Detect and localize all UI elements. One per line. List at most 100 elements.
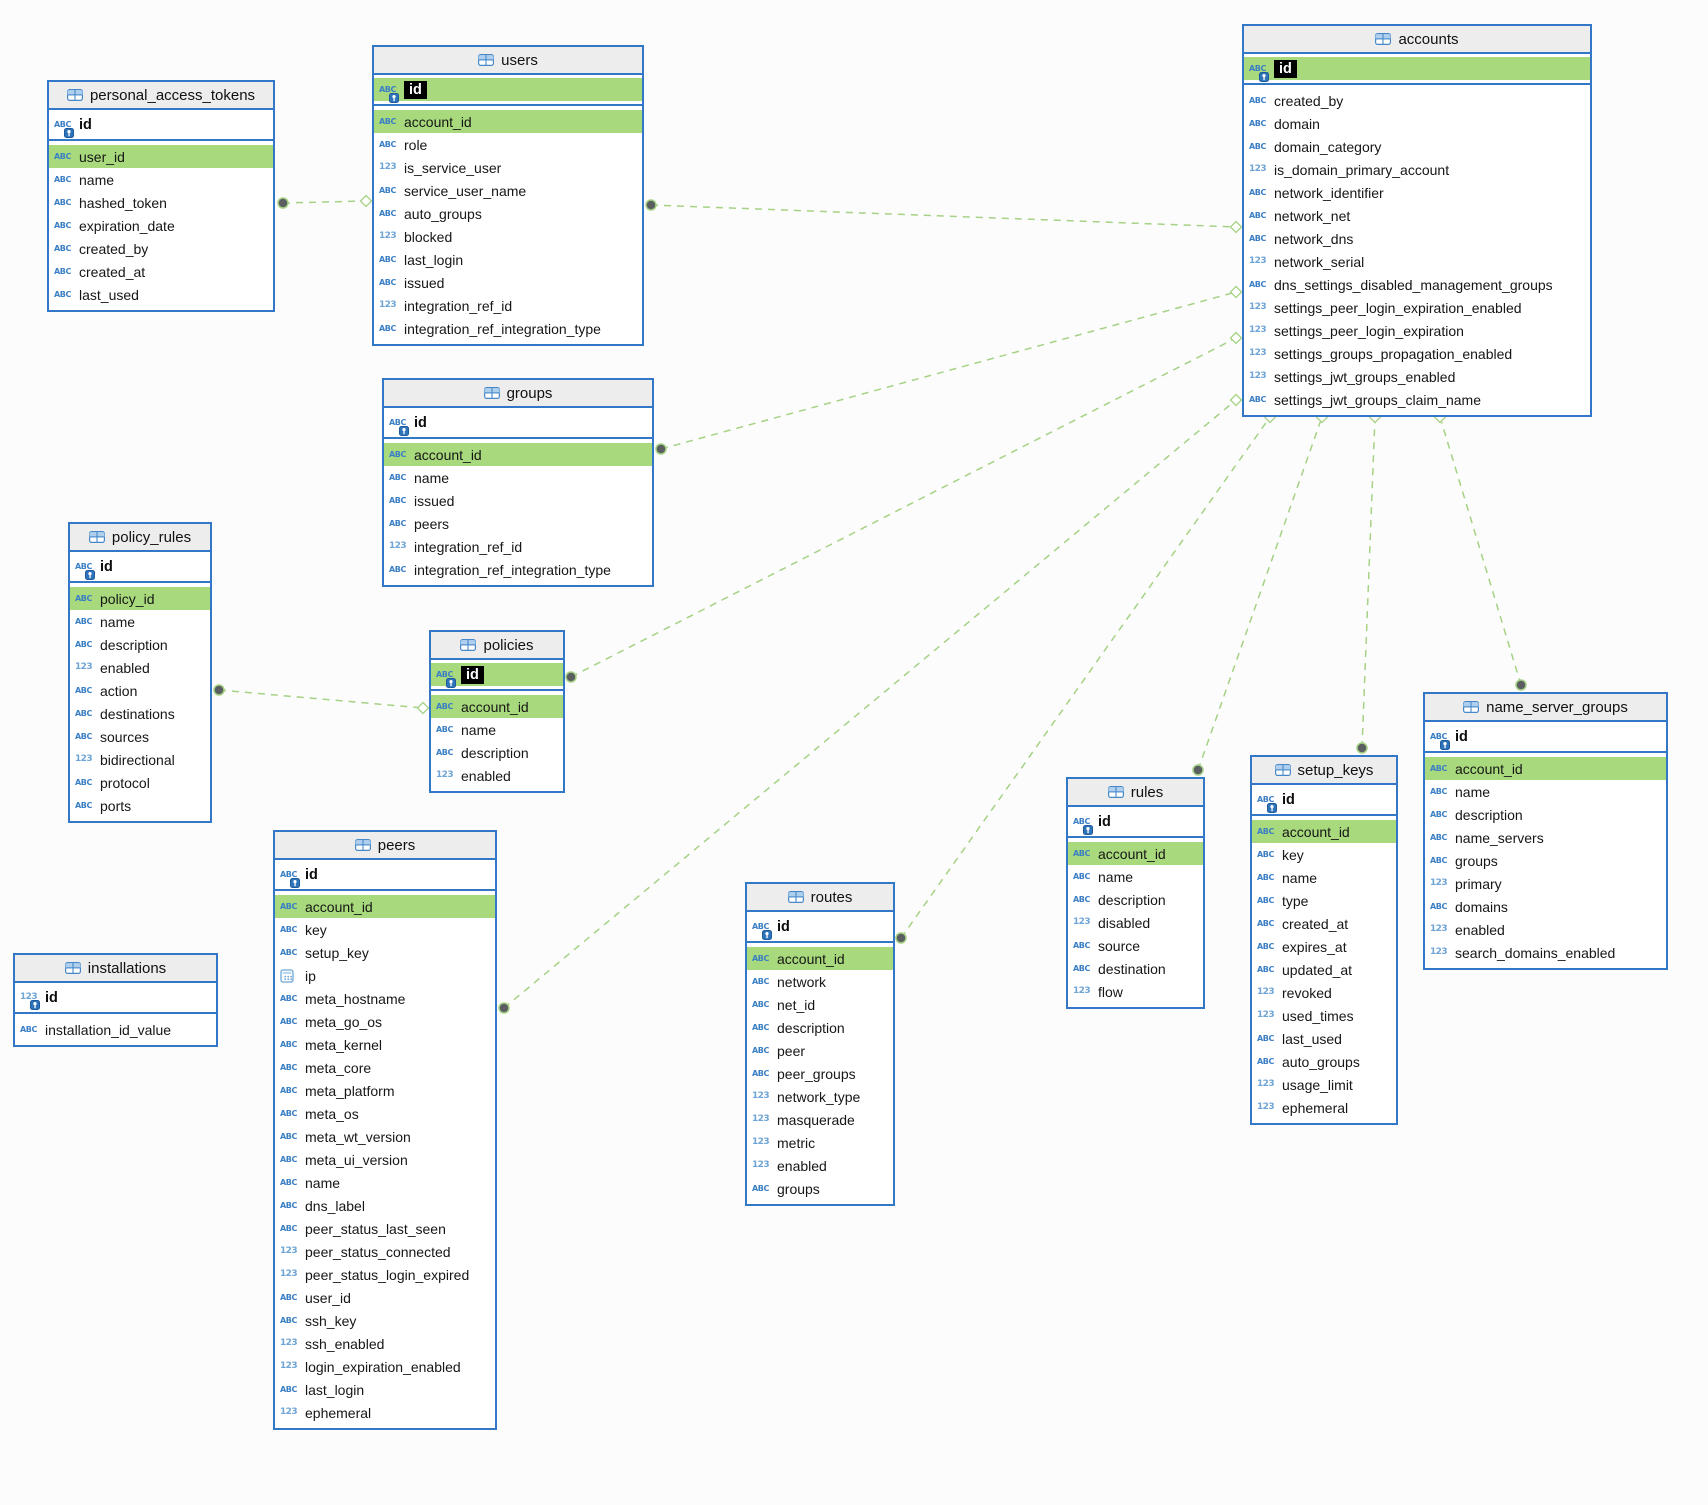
relation-line[interactable] bbox=[503, 399, 1237, 1009]
table-header[interactable]: personal_access_tokens bbox=[49, 82, 273, 110]
relation-line[interactable] bbox=[660, 291, 1237, 450]
relation-line[interactable] bbox=[1439, 416, 1522, 686]
relation-policy_rules-to-policies[interactable] bbox=[213, 684, 430, 715]
relation-line[interactable] bbox=[218, 689, 424, 709]
table-header[interactable]: setup_keys bbox=[1252, 757, 1396, 785]
table-header[interactable]: groups bbox=[384, 380, 652, 408]
relation-line[interactable] bbox=[282, 200, 367, 204]
relation-setup_keys-to-accounts[interactable] bbox=[1356, 410, 1382, 754]
relation-policies-to-accounts[interactable] bbox=[565, 331, 1243, 683]
relation-line[interactable] bbox=[650, 204, 1237, 228]
table-header[interactable]: rules bbox=[1068, 779, 1203, 807]
relation-name_server_groups-to-accounts[interactable] bbox=[1433, 410, 1527, 691]
relation-users-to-accounts[interactable] bbox=[645, 199, 1243, 234]
relation-line[interactable] bbox=[1361, 416, 1376, 749]
table-header[interactable]: routes bbox=[747, 884, 893, 912]
relation-groups-to-accounts[interactable] bbox=[655, 285, 1243, 455]
table-header[interactable]: name_server_groups bbox=[1425, 694, 1666, 722]
table-header[interactable]: policies bbox=[431, 632, 563, 660]
relation-rules-to-accounts[interactable] bbox=[1192, 410, 1329, 776]
table-header[interactable]: policy_rules bbox=[70, 524, 210, 552]
